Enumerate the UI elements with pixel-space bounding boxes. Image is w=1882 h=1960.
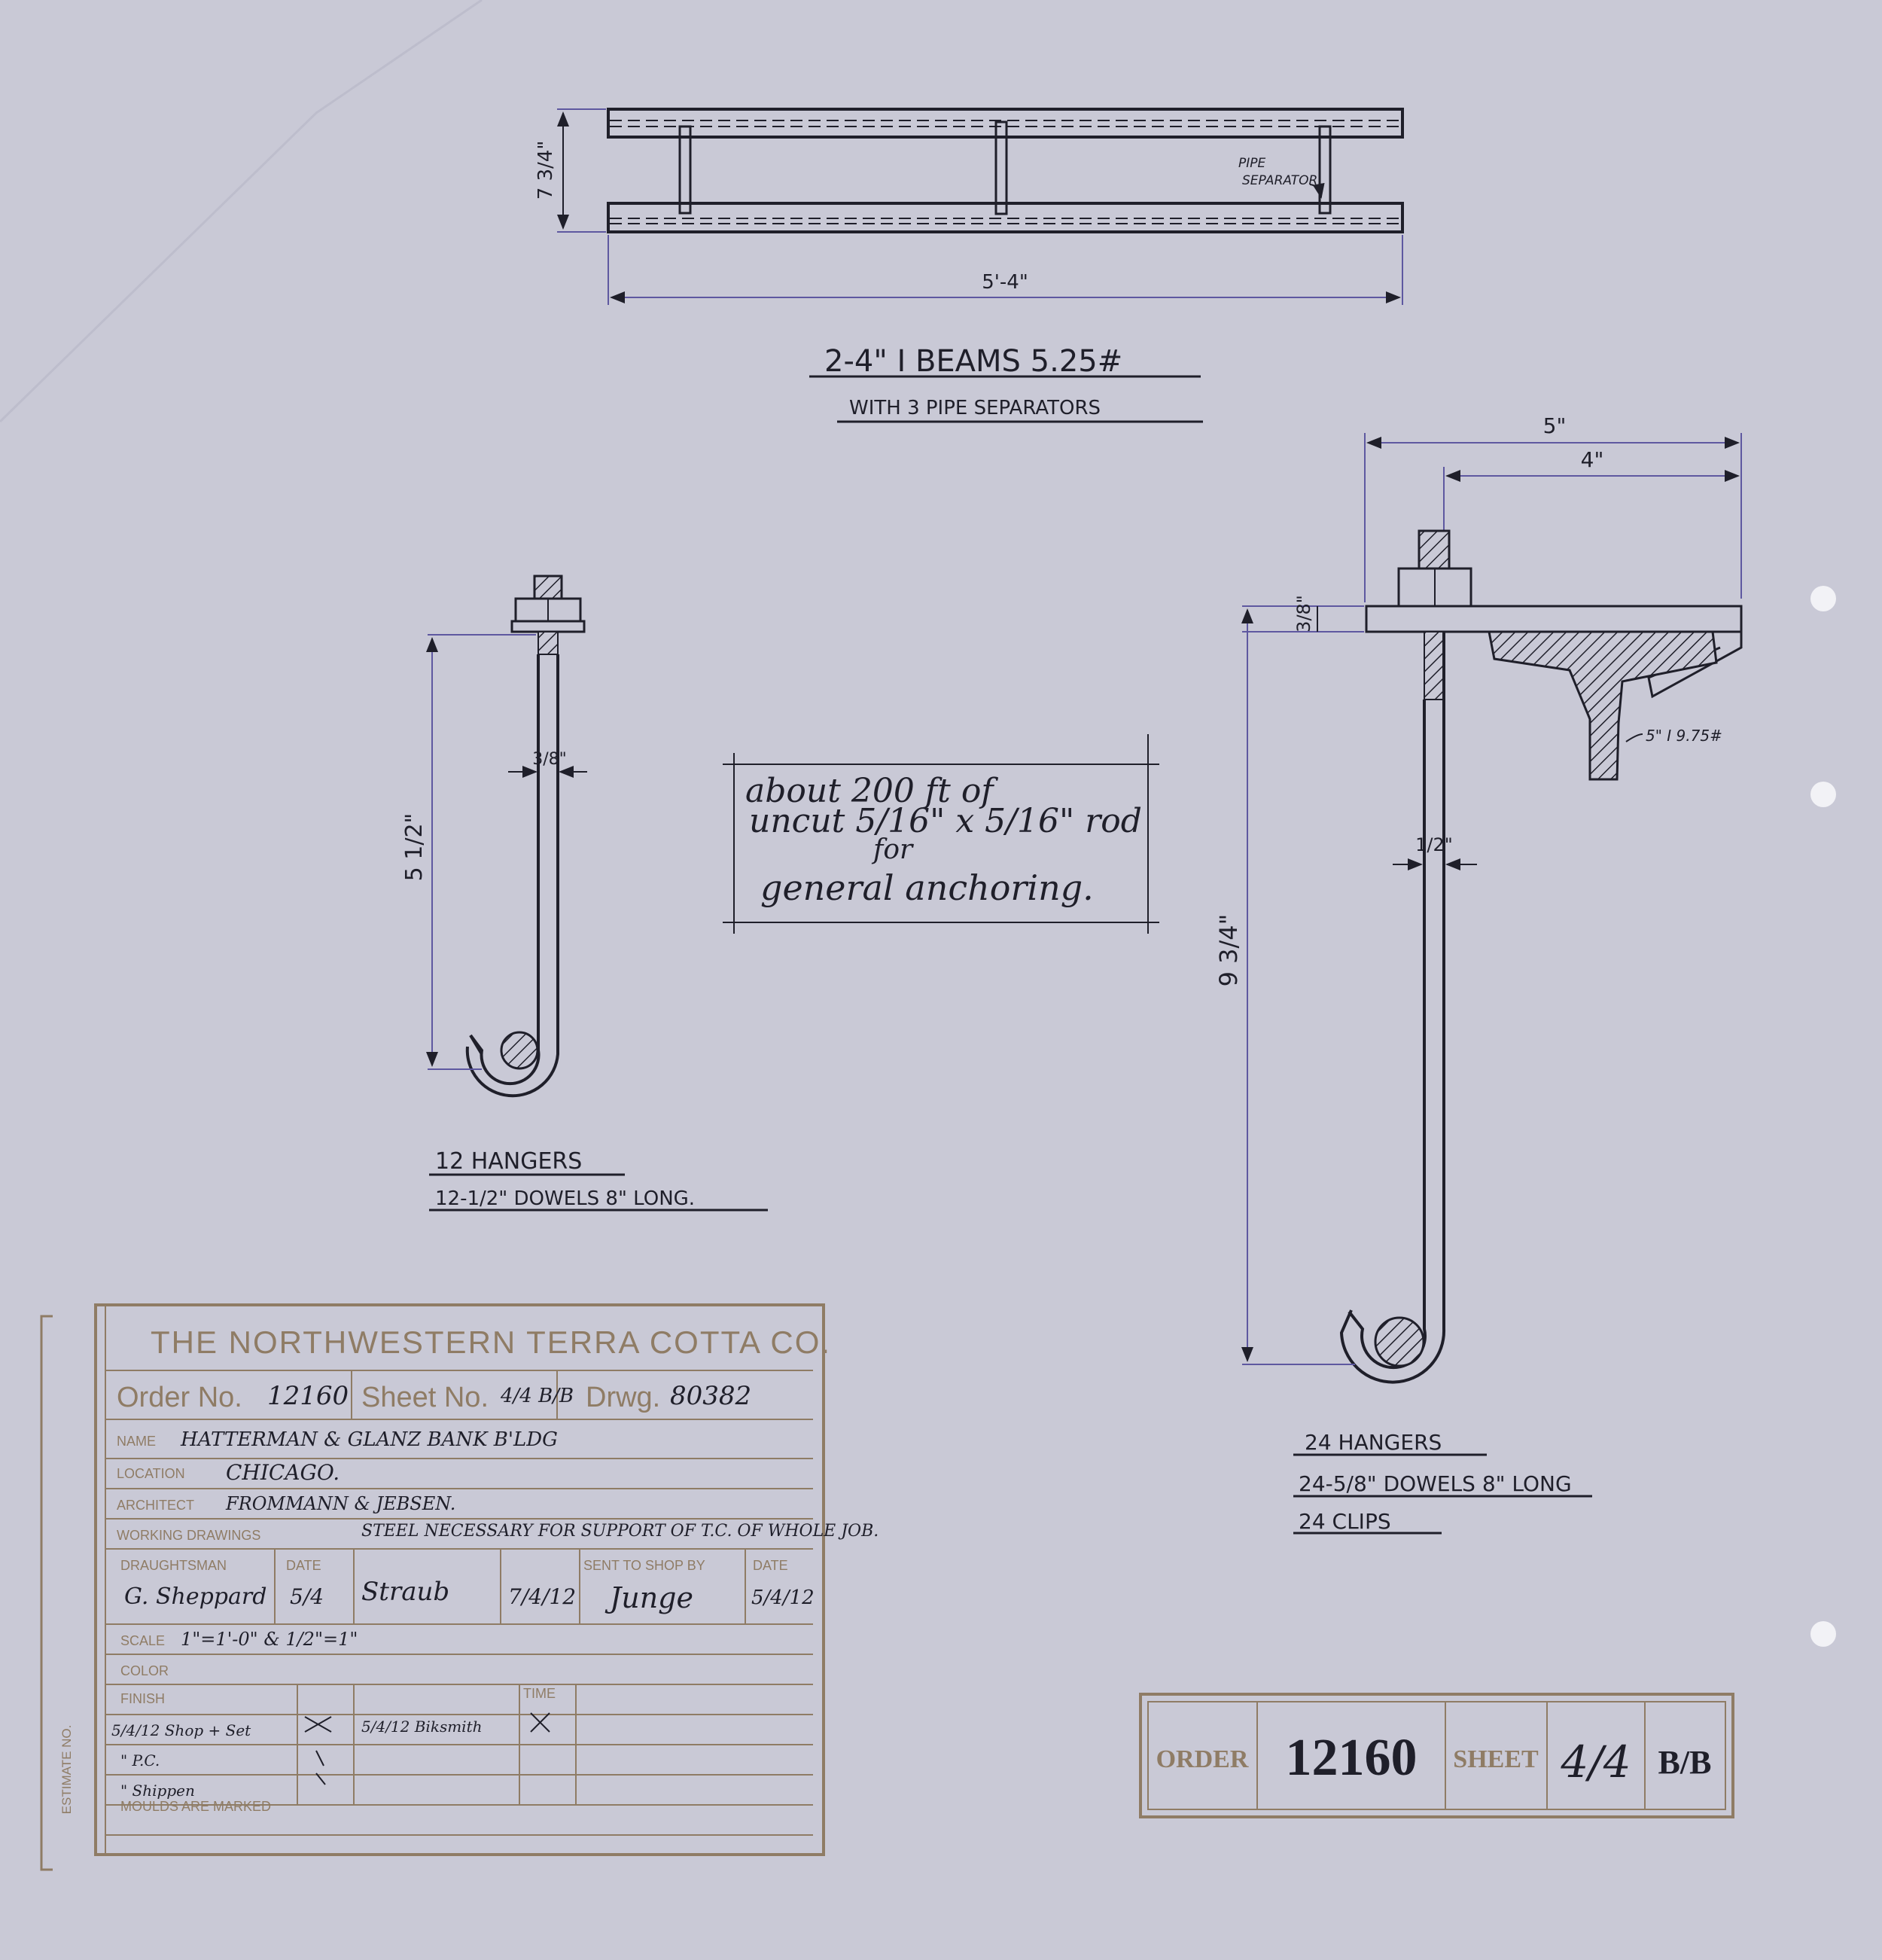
large-hanger-title-1: 24 HANGERS bbox=[1305, 1430, 1442, 1455]
location-label: LOCATION bbox=[117, 1466, 185, 1481]
anchoring-note: about 200 ft of uncut 5/16" x 5/16" rod … bbox=[723, 734, 1159, 934]
small-hanger-length-dim: 5 1/2" bbox=[401, 813, 428, 882]
small-hanger-washer bbox=[510, 620, 586, 633]
architect-value: FROMMANN & JEBSEN. bbox=[225, 1493, 455, 1514]
stamp-sheet-label: SHEET bbox=[1453, 1745, 1539, 1773]
beam-subtitle: WITH 3 PIPE SEPARATORS bbox=[849, 397, 1101, 419]
finish-entry-4: 5/4/12 Biksmith bbox=[361, 1718, 483, 1736]
pipe-separator-3 bbox=[1318, 125, 1332, 215]
stamp-order-label: ORDER bbox=[1156, 1745, 1249, 1773]
beam-height-dim: 7 3/4" bbox=[534, 141, 557, 200]
scale-label: SCALE bbox=[120, 1633, 165, 1648]
small-hanger-rod-dim: 3/8" bbox=[532, 750, 567, 769]
name-value: HATTERMAN & GLANZ BANK B'LDG bbox=[180, 1428, 558, 1451]
sent-to-shop-value: Junge bbox=[604, 1581, 693, 1614]
small-hanger-dowel bbox=[500, 1031, 539, 1070]
date-value-1: 5/4 bbox=[290, 1584, 324, 1609]
clip-plate-dim: 3/8" bbox=[1293, 595, 1314, 633]
pipe-separator-2 bbox=[994, 120, 1008, 215]
large-hanger-rod-dim: 1/2" bbox=[1415, 834, 1453, 855]
drwg-value: 80382 bbox=[670, 1381, 751, 1411]
binder-hole-3 bbox=[1810, 1621, 1836, 1647]
company-name: THE NORTHWESTERN TERRA COTTA CO. bbox=[151, 1324, 831, 1360]
sent-to-shop-label: SENT TO SHOP BY bbox=[583, 1558, 705, 1573]
large-hanger-title-2: 24-5/8" DOWELS 8" LONG bbox=[1299, 1471, 1572, 1496]
finish-label: FINISH bbox=[120, 1691, 165, 1706]
large-hanger-dim-inner: 4" bbox=[1581, 447, 1604, 472]
estimate-label: ESTIMATE NO. bbox=[59, 1725, 74, 1815]
stamp-sheet-value: 4/4 bbox=[1560, 1736, 1631, 1788]
large-hanger-title-3: 24 CLIPS bbox=[1299, 1509, 1391, 1534]
small-hanger-rod bbox=[465, 654, 559, 1098]
order-stamp: ORDER 12160 SHEET 4/4 B/B bbox=[1139, 1693, 1734, 1818]
beam-title: 2-4" I BEAMS 5.25# bbox=[824, 344, 1122, 379]
small-hanger-title-1: 12 HANGERS bbox=[435, 1148, 582, 1175]
finish-entry-3: " Shippen bbox=[120, 1782, 195, 1800]
checked-by-value: Straub bbox=[361, 1577, 449, 1607]
architect-label: ARCHITECT bbox=[117, 1498, 194, 1513]
clip-plate bbox=[1365, 605, 1743, 633]
title-block: ESTIMATE NO. THE NORTHWESTERN TERRA COTT… bbox=[40, 1303, 879, 1871]
binder-hole-2 bbox=[1810, 782, 1836, 807]
note-line-2: uncut 5/16" x 5/16" rod bbox=[749, 802, 1142, 840]
name-label: NAME bbox=[117, 1434, 156, 1449]
color-label: COLOR bbox=[120, 1663, 169, 1678]
finish-entry-1: 5/4/12 Shop + Set bbox=[111, 1721, 251, 1739]
pipe-separator-1 bbox=[678, 125, 692, 215]
tee-label: 5" I 9.75# bbox=[1646, 727, 1722, 745]
small-hanger-drawing: 5 1/2" 3/8" 12 HANGERS 12-1/2" DOWELS 8"… bbox=[401, 575, 768, 1212]
large-hanger-dim-overall: 5" bbox=[1543, 413, 1567, 438]
scale-value: 1"=1'-0" & 1/2"=1" bbox=[181, 1629, 358, 1650]
binder-hole-1 bbox=[1810, 586, 1836, 611]
small-hanger-thread bbox=[533, 575, 563, 600]
stamp-order-value: 12160 bbox=[1286, 1729, 1418, 1787]
large-hanger-dowel bbox=[1374, 1316, 1425, 1367]
sheet-no-label: Sheet No. bbox=[361, 1382, 489, 1413]
order-no-value: 12160 bbox=[267, 1381, 349, 1411]
date-value-2: 7/4/12 bbox=[508, 1584, 576, 1609]
drwg-label: Drwg. bbox=[586, 1382, 660, 1413]
i-beams-drawing: 7 3/4" PIPE SEPARATOR 5'-4" 2-4" I BEAMS… bbox=[534, 108, 1404, 423]
note-line-4: general anchoring. bbox=[760, 867, 1094, 908]
note-line-3: for bbox=[871, 834, 914, 865]
large-hanger-length-dim: 9 3/4" bbox=[1214, 914, 1243, 987]
note-line-1: about 200 ft of bbox=[745, 772, 998, 810]
moulds-label: MOULDS ARE MARKED bbox=[120, 1799, 271, 1814]
draughtsman-label: DRAUGHTSMAN bbox=[120, 1558, 227, 1573]
tee-section bbox=[1488, 630, 1718, 781]
date-value-3: 5/4/12 bbox=[751, 1587, 815, 1609]
pipe-separator-label-2: SEPARATOR bbox=[1242, 173, 1317, 188]
large-hanger-drawing: 5" 4" 5" I 9.75# 3/8" 9 3/4" 1/2" 24 HAN… bbox=[1214, 413, 1743, 1535]
working-drawings-label: WORKING DRAWINGS bbox=[117, 1528, 260, 1543]
working-drawings-value: STEEL NECESSARY FOR SUPPORT OF T.C. OF W… bbox=[361, 1522, 879, 1541]
large-hanger-thread bbox=[1418, 529, 1451, 570]
small-hanger-title-2: 12-1/2" DOWELS 8" LONG. bbox=[435, 1187, 695, 1210]
paper-fold-crease bbox=[0, 0, 483, 423]
date-label-1: DATE bbox=[286, 1558, 321, 1573]
beam-length-dim: 5'-4" bbox=[982, 271, 1028, 294]
finish-entry-2: " P.C. bbox=[120, 1751, 160, 1769]
sheet-no-value: 4/4 B/B bbox=[500, 1385, 574, 1407]
draughtsman-value: G. Sheppard bbox=[124, 1584, 266, 1610]
location-value: CHICAGO. bbox=[226, 1460, 340, 1485]
date-label-2: DATE bbox=[753, 1558, 788, 1573]
order-no-label: Order No. bbox=[117, 1382, 242, 1413]
stamp-sheet-suffix: B/B bbox=[1658, 1744, 1712, 1781]
pipe-separator-label-1: PIPE bbox=[1238, 156, 1266, 171]
time-label: TIME bbox=[523, 1686, 556, 1701]
